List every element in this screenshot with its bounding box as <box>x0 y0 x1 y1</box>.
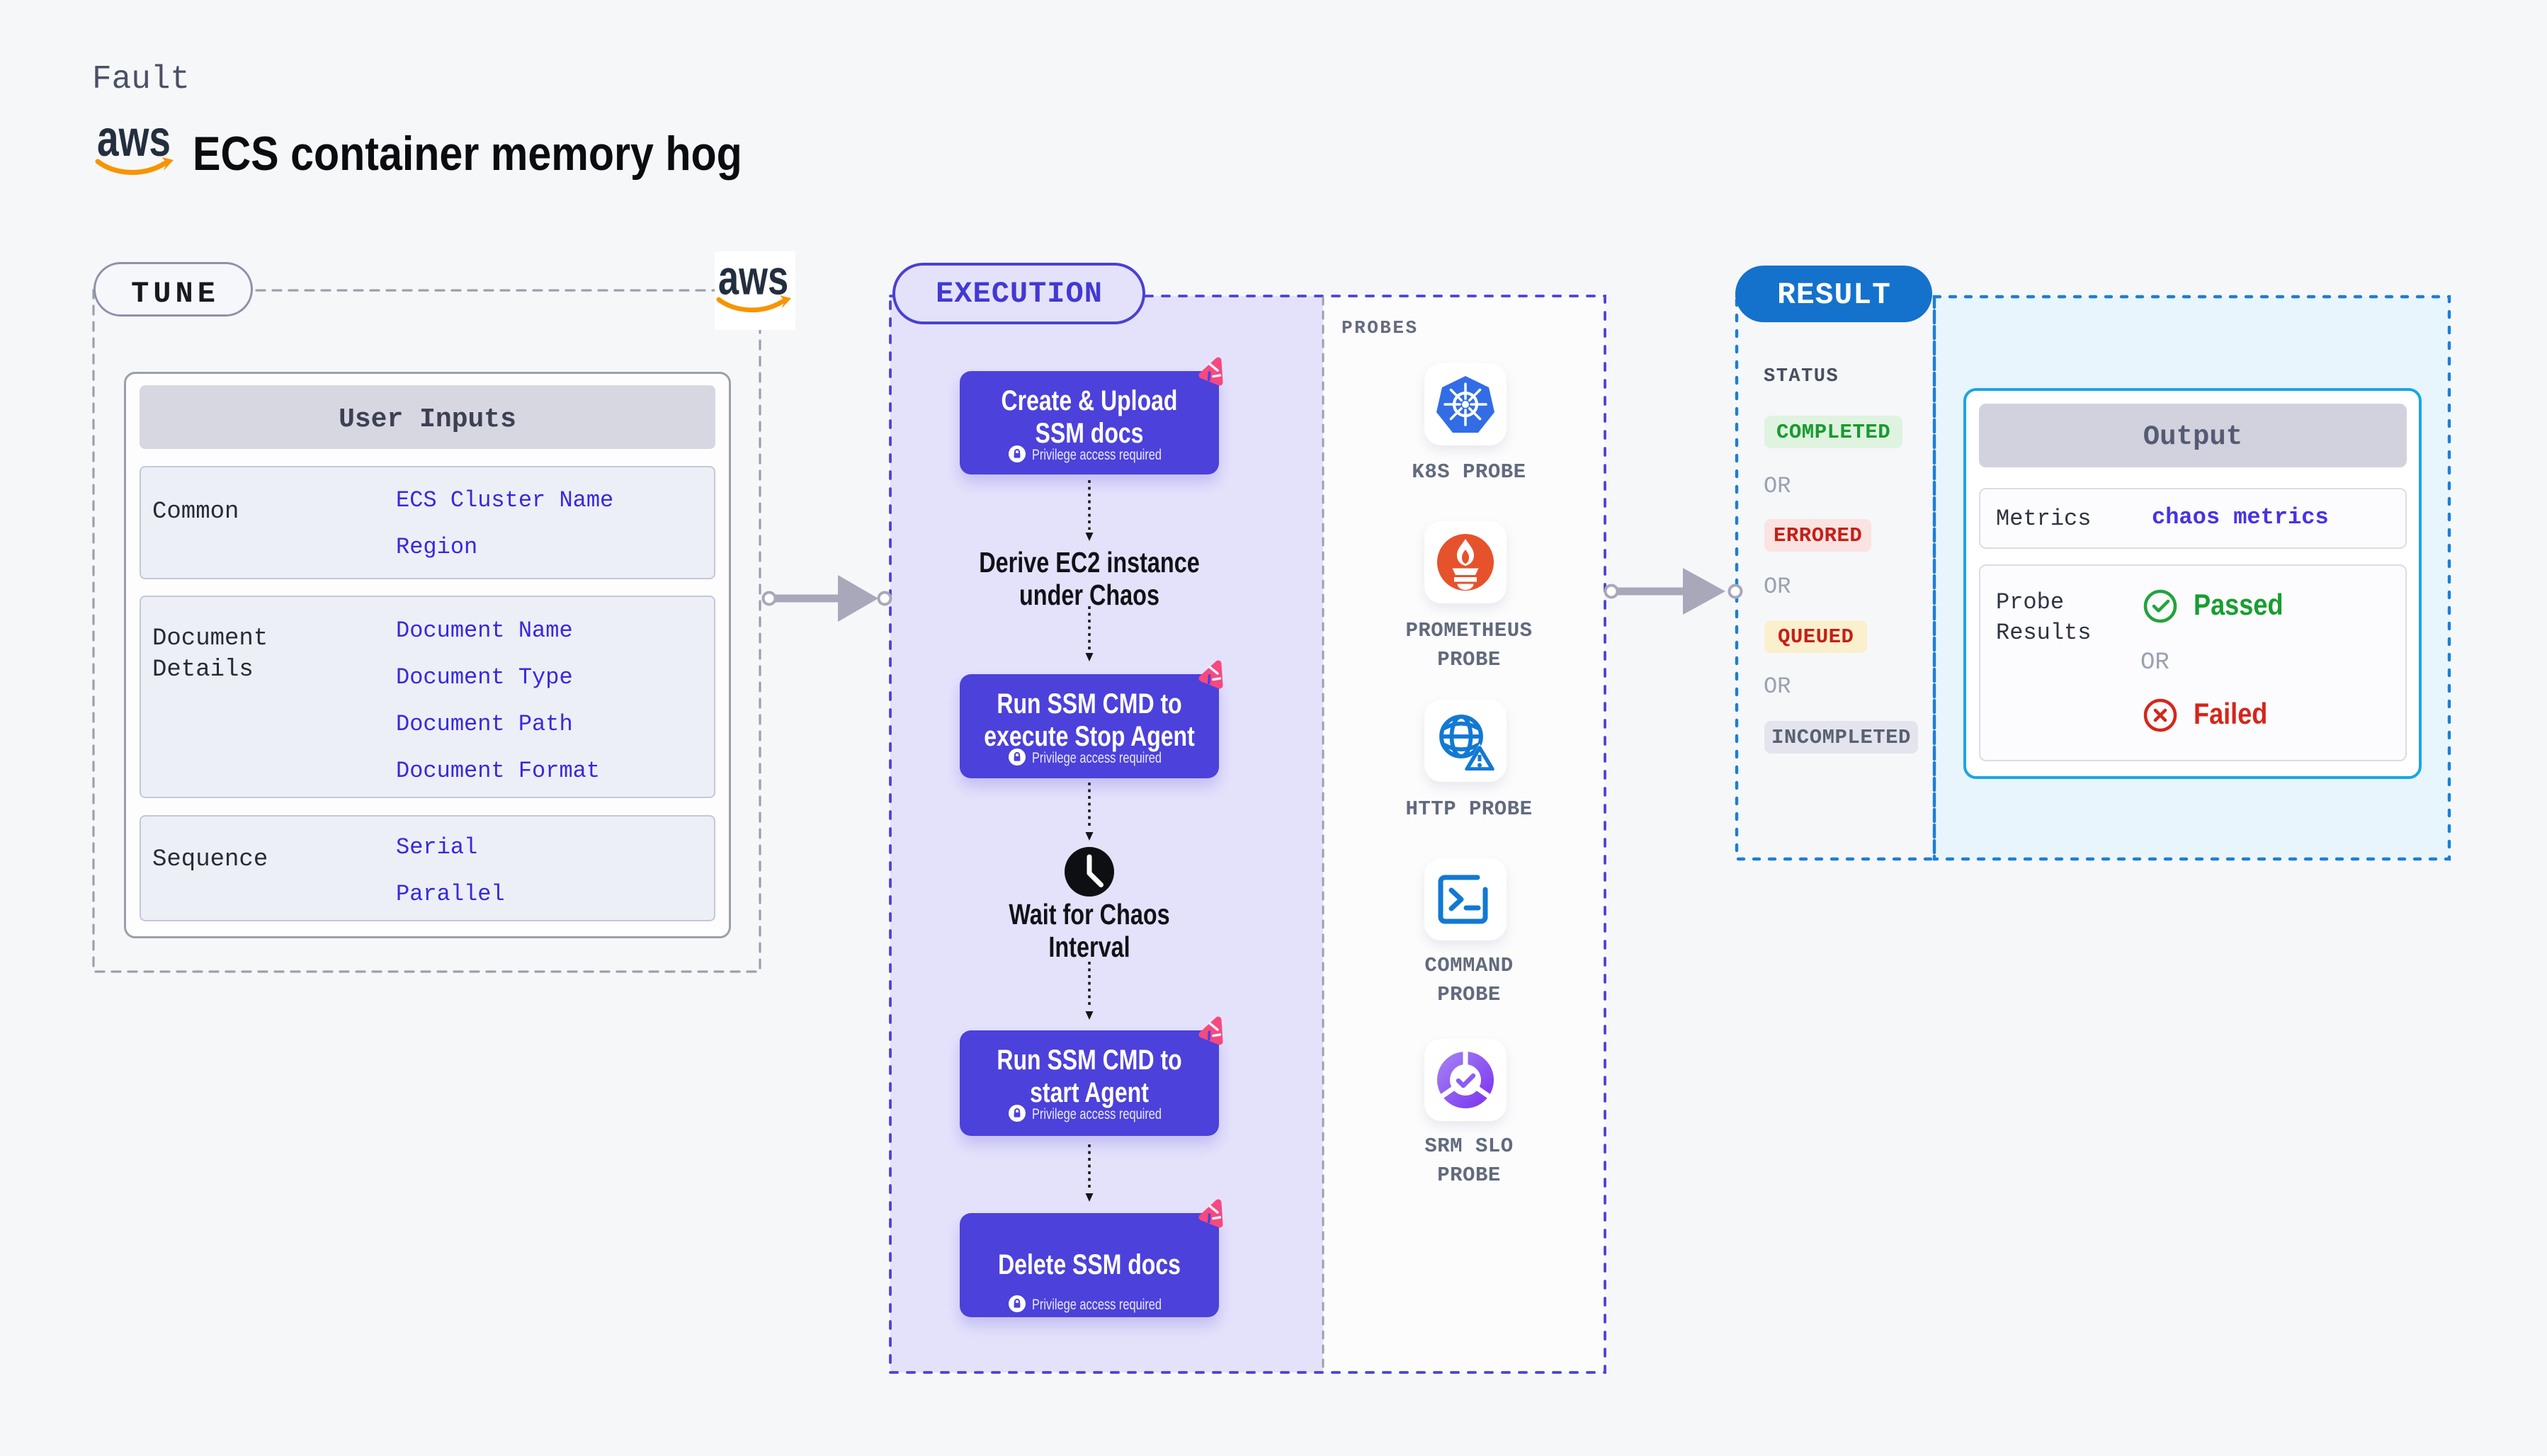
svg-text:aws: aws <box>718 268 788 305</box>
svg-text:aws: aws <box>97 128 171 167</box>
